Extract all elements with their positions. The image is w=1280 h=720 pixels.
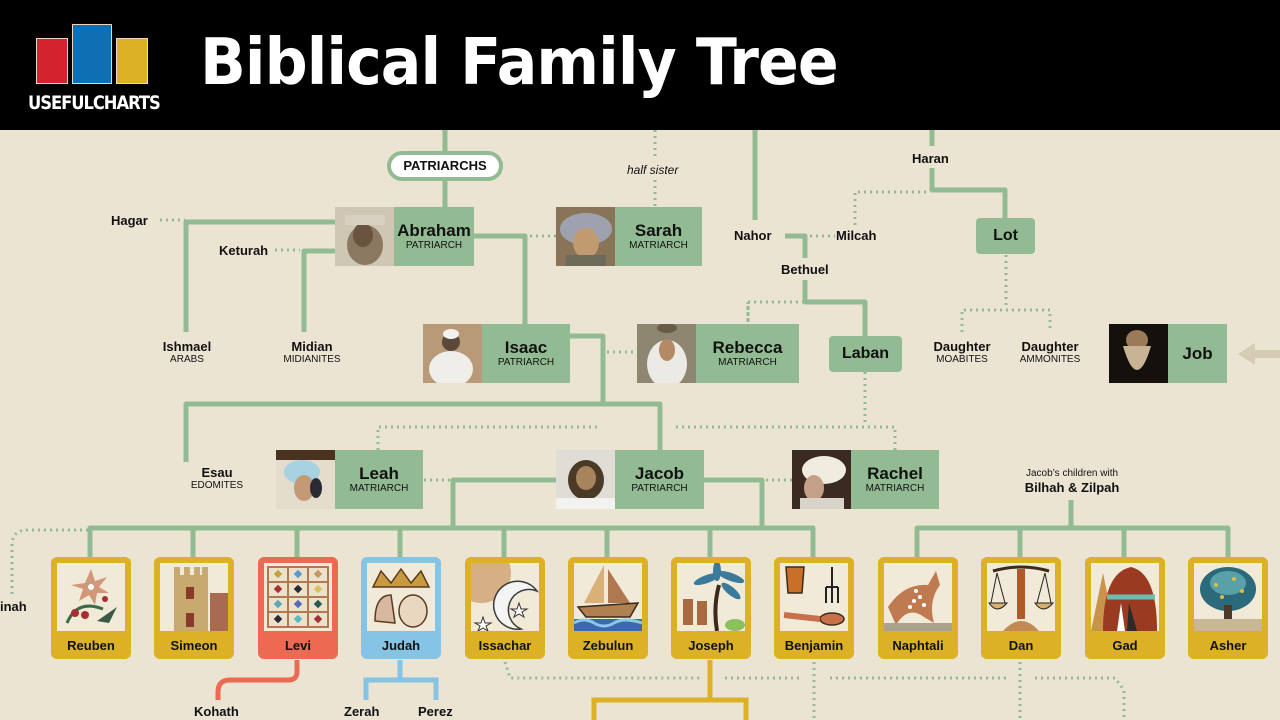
person-rachel[interactable]: Rachel MATRIARCH: [792, 450, 939, 509]
abraham-portrait: [335, 207, 394, 266]
tribe-benjamin[interactable]: Benjamin: [774, 557, 854, 659]
person-jacob[interactable]: Jacob PATRIARCH: [556, 450, 704, 509]
person-job[interactable]: Job: [1109, 324, 1227, 383]
person-sarah[interactable]: Sarah MATRIARCH: [556, 207, 702, 266]
lot-box[interactable]: Lot: [976, 218, 1035, 254]
header-bar: USEFULCHARTS Biblical Family Tree: [0, 0, 1280, 130]
tribe-judah[interactable]: Judah: [361, 557, 441, 659]
sun-moon-stars-icon: [471, 563, 539, 631]
job-name: Job: [1182, 343, 1213, 363]
sarah-role: MATRIARCH: [629, 239, 688, 251]
tribe-naphtali[interactable]: Naphtali: [878, 557, 958, 659]
scales-icon: [987, 563, 1055, 631]
rebecca-name: Rebecca: [712, 337, 783, 357]
tribe-issachar[interactable]: Issachar: [465, 557, 545, 659]
tribe-asher[interactable]: Asher: [1188, 557, 1268, 659]
leah-role: MATRIARCH: [349, 482, 409, 494]
tribe-reuben[interactable]: Reuben: [51, 557, 131, 659]
label-zerah[interactable]: Zerah: [344, 704, 380, 719]
sarah-card: Sarah MATRIARCH: [615, 207, 702, 266]
label-daughter-moabites[interactable]: Daughter MOABITES: [933, 339, 991, 365]
person-leah[interactable]: Leah MATRIARCH: [276, 450, 423, 509]
jacob-role: PATRIARCH: [631, 482, 688, 494]
rachel-portrait: [792, 450, 851, 509]
sarah-name: Sarah: [634, 220, 683, 240]
label-daughter-ammonites[interactable]: Daughter AMMONITES: [1019, 339, 1081, 365]
page-title: Biblical Family Tree: [200, 26, 839, 100]
label-dinah[interactable]: inah: [0, 599, 27, 614]
rachel-card: Rachel MATRIARCH: [851, 450, 939, 509]
label-nahor[interactable]: Nahor: [734, 228, 772, 243]
abraham-card: Abraham PATRIARCH: [394, 207, 474, 266]
rebecca-portrait: [637, 324, 696, 383]
palm-tree-icon: [677, 563, 745, 631]
tower-icon: [160, 563, 228, 631]
jacob-portrait: [556, 450, 615, 509]
isaac-role: PATRIARCH: [497, 356, 555, 368]
tribe-joseph[interactable]: Joseph: [671, 557, 751, 659]
tribe-zebulun[interactable]: Zebulun: [568, 557, 648, 659]
label-ishmael[interactable]: Ishmael ARABS: [162, 339, 212, 365]
isaac-card: Isaac PATRIARCH: [482, 324, 570, 383]
label-haran[interactable]: Haran: [912, 151, 949, 166]
tent-icon: [1091, 563, 1159, 631]
jacob-name: Jacob: [634, 463, 685, 483]
person-rebecca[interactable]: Rebecca MATRIARCH: [637, 324, 799, 383]
breastplate-icon: [264, 563, 332, 631]
sarah-portrait: [556, 207, 615, 266]
crown-harp-icon: [367, 563, 435, 631]
leah-name: Leah: [359, 463, 399, 483]
abraham-role: PATRIARCH: [405, 239, 463, 251]
abraham-name: Abraham: [397, 220, 471, 240]
job-card: Job: [1168, 324, 1227, 383]
rebecca-role: MATRIARCH: [718, 356, 777, 368]
label-milcah[interactable]: Milcah: [836, 228, 877, 243]
label-midian[interactable]: Midian MIDIANITES: [283, 339, 341, 365]
laban-box[interactable]: Laban: [829, 336, 902, 372]
tribe-levi[interactable]: Levi: [258, 557, 338, 659]
rebecca-card: Rebecca MATRIARCH: [696, 324, 799, 383]
jacob-card: Jacob PATRIARCH: [615, 450, 704, 509]
label-hagar[interactable]: Hagar: [111, 213, 148, 228]
flower-mandrake-icon: [57, 563, 125, 631]
person-abraham[interactable]: Abraham PATRIARCH: [335, 207, 474, 266]
tribe-gad[interactable]: Gad: [1085, 557, 1165, 659]
logo-text: USEFULCHARTS: [28, 92, 161, 114]
tribe-simeon[interactable]: Simeon: [154, 557, 234, 659]
isaac-portrait: [423, 324, 482, 383]
label-esau[interactable]: Esau EDOMITES: [190, 465, 244, 491]
rachel-role: MATRIARCH: [865, 482, 925, 494]
logo-bar-red: [36, 38, 68, 84]
logo-bar-blue: [72, 24, 112, 84]
leah-card: Leah MATRIARCH: [335, 450, 423, 509]
deer-icon: [884, 563, 952, 631]
leah-portrait: [276, 450, 335, 509]
label-perez[interactable]: Perez: [418, 704, 453, 719]
tribe-dan[interactable]: Dan: [981, 557, 1061, 659]
patriarchs-section-label: PATRIARCHS: [387, 151, 503, 181]
jar-fork-pan-icon: [780, 563, 848, 631]
label-kohath[interactable]: Kohath: [194, 704, 239, 719]
label-keturah[interactable]: Keturah: [219, 243, 269, 258]
person-isaac[interactable]: Isaac PATRIARCH: [423, 324, 570, 383]
ship-icon: [574, 563, 642, 631]
usefulcharts-logo[interactable]: USEFULCHARTS: [28, 22, 161, 114]
rachel-name: Rachel: [867, 463, 923, 483]
bilhah-zilpah-label: Jacob’s children with Bilhah & Zilpah: [1024, 468, 1120, 495]
isaac-name: Isaac: [504, 337, 548, 357]
job-portrait: [1109, 324, 1168, 383]
half-sister-annotation: half sister: [627, 163, 679, 177]
logo-bar-yellow: [116, 38, 148, 84]
tree-icon: [1194, 563, 1262, 631]
label-bethuel[interactable]: Bethuel: [781, 262, 829, 277]
